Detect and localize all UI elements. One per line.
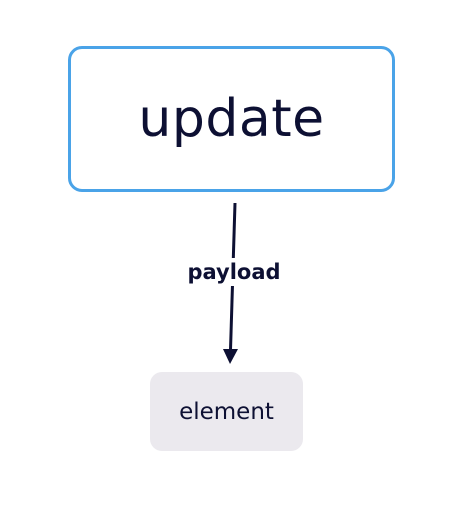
node-update: update — [68, 46, 395, 192]
node-update-label: update — [138, 89, 325, 149]
edge-label-payload: payload — [166, 258, 302, 286]
arrowhead-icon — [223, 349, 238, 364]
node-element: element — [150, 372, 303, 451]
node-element-label: element — [179, 398, 274, 425]
